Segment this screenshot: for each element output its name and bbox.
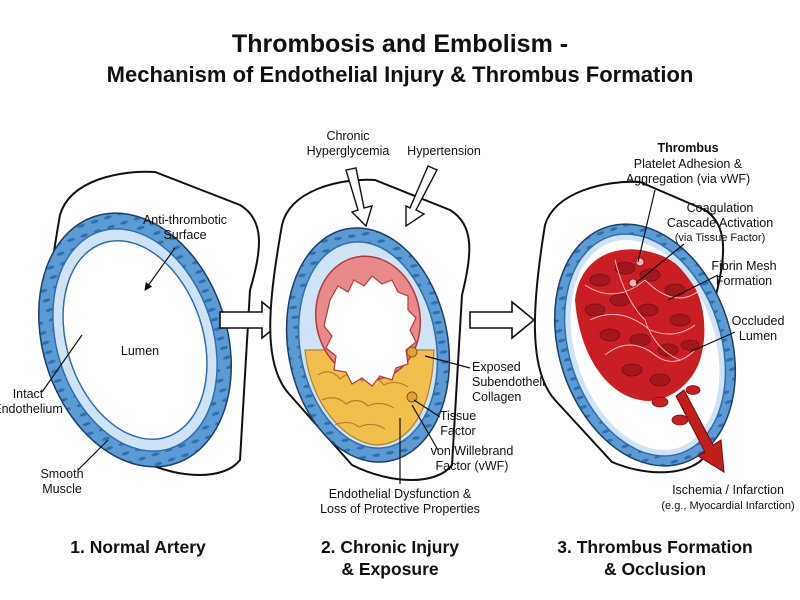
panel-chronic-injury: Chronic Hyperglycemia Hypertension Expos… (269, 129, 555, 516)
label-fibrin-mesh: Fibrin Mesh (711, 259, 776, 273)
label-anti-thrombotic: Anti-thrombotic (143, 213, 227, 227)
panel-normal-artery: Anti-thrombotic Surface Lumen Intact End… (0, 170, 260, 496)
thrombus-mass (575, 249, 705, 426)
caption-thrombus-formation: 3. Thrombus Formation (557, 537, 752, 557)
panel-thrombus: Thrombus Platelet Adhesion & Aggregation… (533, 141, 795, 512)
label-smooth-muscle-2: Muscle (42, 482, 82, 496)
label-thrombus: Thrombus (657, 141, 718, 155)
arrow-hypertension (405, 165, 438, 228)
label-hyperglycemia: Hyperglycemia (307, 144, 390, 158)
label-smooth-muscle: Smooth (40, 467, 83, 481)
label-intact-endothelium-2: Endothelium (0, 402, 63, 416)
caption-occlusion: & Occlusion (604, 559, 706, 579)
label-formation: Formation (716, 274, 772, 288)
label-occluded: Occluded (732, 314, 785, 328)
label-loss-protective: Loss of Protective Properties (320, 502, 480, 516)
label-endothelial-dysfunction: Endothelial Dysfunction & (329, 487, 472, 501)
label-anti-thrombotic-2: Surface (163, 228, 206, 242)
label-lumen: Lumen (121, 344, 159, 358)
label-chronic: Chronic (326, 129, 369, 143)
label-factor: Factor (440, 424, 475, 438)
arrow-hyperglycemia (345, 167, 374, 228)
label-aggregation: Aggregation (via vWF) (626, 172, 750, 186)
ischemia-arrow (675, 389, 725, 473)
label-coagulation: Coagulation (687, 201, 754, 215)
label-tissue: Tissue (440, 409, 476, 423)
caption-exposure: & Exposure (341, 559, 439, 579)
label-ischemia: Ischemia / Infarction (672, 483, 784, 497)
label-intact-endothelium: Intact (13, 387, 44, 401)
label-platelet: Platelet Adhesion & (634, 157, 743, 171)
label-occluded-lumen: Lumen (739, 329, 777, 343)
label-via-tissue-factor: (via Tissue Factor) (675, 232, 765, 244)
label-collagen: Collagen (472, 390, 521, 404)
lumen-2 (323, 275, 417, 387)
label-vwf: Factor (vWF) (436, 459, 509, 473)
label-myocardial-infarction: (e.g., Myocardial Infarction) (661, 500, 794, 512)
exposed-collagen (304, 349, 435, 446)
lumen (62, 239, 208, 441)
page-subtitle: Mechanism of Endothelial Injury & Thromb… (106, 62, 694, 87)
caption-normal-artery: 1. Normal Artery (70, 537, 206, 557)
arrow-step-2-to-3 (469, 300, 536, 340)
label-subendothelial: Subendothelial (472, 375, 555, 389)
label-cascade: Cascade Activation (667, 216, 773, 230)
page-title: Thrombosis and Embolism - (231, 30, 569, 58)
caption-chronic-injury: 2. Chronic Injury (321, 537, 459, 557)
label-von-willebrand: von Willebrand (431, 444, 514, 458)
label-hypertension: Hypertension (407, 144, 481, 158)
label-exposed: Exposed (472, 360, 521, 374)
